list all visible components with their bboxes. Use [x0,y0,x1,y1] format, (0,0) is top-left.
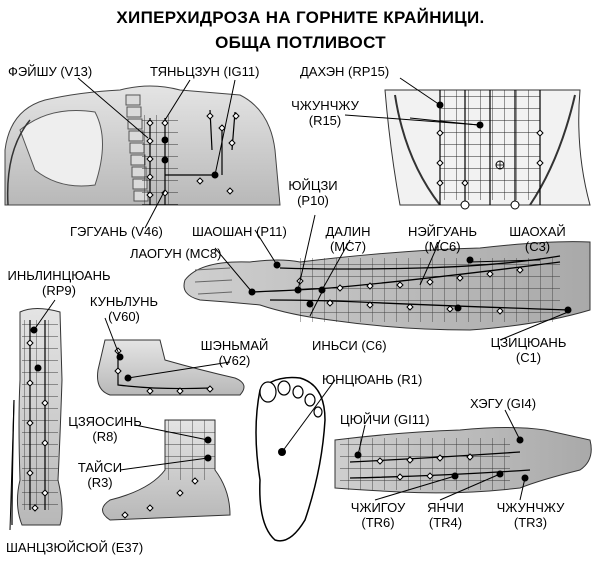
label-zhigou-code: (TR6) [361,515,395,530]
sole-figure [255,376,326,542]
label-zhongzhu-tr3-code: (TR3) [513,515,548,530]
label-shaohai: ШАОХАЙ (C3) [500,224,575,254]
label-dalin-code: (MC7) [329,239,367,254]
title-line1: ХИПЕРХИДРОЗА НА ГОРНИТЕ КРАЙНИЦИ. [116,8,485,27]
label-taixi-code: (R3) [87,475,113,490]
label-feishu: ФЭЙШУ (V13) [8,64,93,79]
label-jiaoxin-code: (R8) [92,429,118,444]
label-laogong: ЛАОГУН (MC8) [130,246,222,261]
label-yinlingquan-name: ИНЬЛИНЦЮАНЬ [7,268,111,283]
label-tianzong: ТЯНЬЦЗУН (IG11) [150,64,260,79]
label-yujizi-name: ЮЙЦЗИ [288,178,338,193]
leg-figure [11,308,63,526]
label-geguan: ГЭГУАНЬ (V46) [70,224,163,239]
label-zhongzhu-r15: ЧЖУНЧЖУ (R15) [285,98,365,128]
label-taixi: ТАЙСИ (R3) [70,460,130,490]
abdomen-figure [384,89,591,210]
label-shaohai-code: (C3) [524,239,551,254]
label-yujizi: ЮЙЦЗИ (P10) [283,178,343,208]
label-shenmai: ШЭНЬМАЙ (V62) [192,338,277,368]
label-neiguan: НЭЙГУАНЬ (MC6) [400,224,485,254]
label-zhigou: ЧЖИГОУ (TR6) [343,500,413,530]
label-shenmai-name: ШЭНЬМАЙ [200,338,269,353]
leader-lines [9,77,569,531]
label-jiquan-code: (C1) [515,350,542,365]
label-neiguan-name: НЭЙГУАНЬ [407,224,478,239]
label-yangchi: ЯНЧИ (TR4) [418,500,473,530]
label-shaohai-name: ШАОХАЙ [509,224,566,239]
label-yangchi-code: (TR4) [428,515,463,530]
label-jiaoxin: ЦЗЯОСИНЬ (R8) [60,414,150,444]
label-jiquan-name: ЦЗИЦЮАНЬ [490,335,567,350]
label-yujizi-code: (P10) [297,193,329,208]
label-kunlun-name: КУНЬЛУНЬ [89,294,159,309]
back-figure [4,85,281,206]
label-jiquan: ЦЗИЦЮАНЬ (C1) [486,335,571,365]
label-zhongzhu-tr3: ЧЖУНЧЖУ (TR3) [488,500,573,530]
foot-medial-figure [102,419,231,521]
title-line2: ОБЩА ПОТЛИВОСТ [215,33,386,52]
label-shangjuxu: ШАНЦЗЮЙСЮЙ (E37) [6,540,144,555]
label-kunlun-code: (V60) [108,309,140,324]
forearm-figure [334,427,592,494]
label-yongquan: ЮНЦЮАНЬ (R1) [322,372,423,387]
label-zhongzhu-r15-name: ЧЖУНЧЖУ [291,98,359,113]
label-yinlingquan-code: (RP9) [42,283,76,298]
label-shaoshan: ШАОШАН (P11) [192,224,287,239]
label-dalin: ДАЛИН (MC7) [318,224,378,254]
label-kunlun: КУНЬЛУНЬ (V60) [84,294,164,324]
label-zhongzhu-r15-code: (R15) [308,113,342,128]
label-quchi: ЦЮЙЧИ (GI11) [340,412,430,427]
label-hegu: ХЭГУ (GI4) [470,396,537,411]
label-neiguan-code: (MC6) [424,239,461,254]
label-dalin-name: ДАЛИН [325,224,371,239]
label-zhigou-name: ЧЖИГОУ [350,500,406,515]
label-shenmai-code: (V62) [218,353,251,368]
label-jiaoxin-name: ЦЗЯОСИНЬ [68,414,142,429]
label-yinlingquan: ИНЬЛИНЦЮАНЬ (RP9) [4,268,114,298]
label-dahen: ДАХЭН (RP15) [300,64,390,79]
label-taixi-name: ТАЙСИ [77,460,123,475]
label-yinxi: ИНЬСИ (C6) [312,338,387,353]
arm-figure [183,241,591,331]
label-zhongzhu-tr3-name: ЧЖУНЧЖУ [496,500,565,515]
label-yangchi-name: ЯНЧИ [427,500,464,515]
